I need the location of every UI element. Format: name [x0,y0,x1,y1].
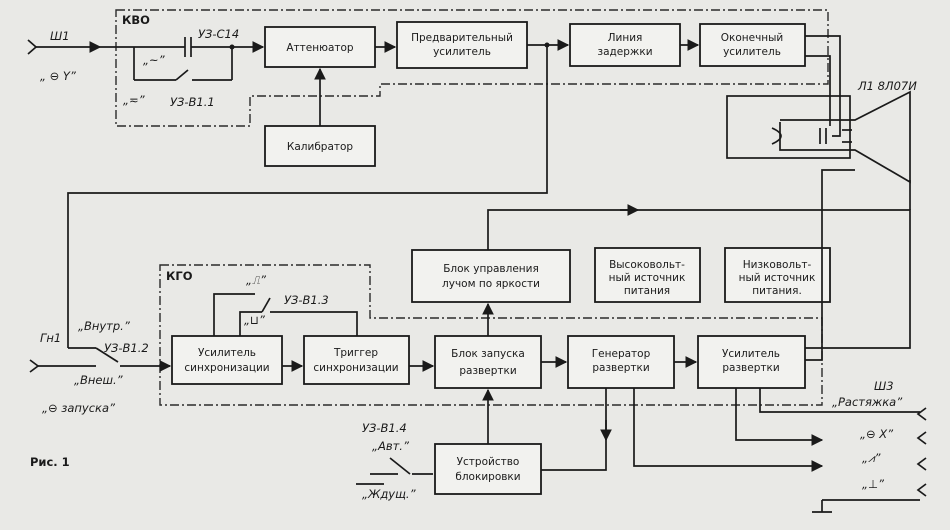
hv-supply-block [594,247,701,303]
delay-line-block [569,23,681,67]
calibrator-label: Калибратор [287,141,354,153]
attenuator-label: Аттенюатор [286,42,354,54]
output-x-label: „⊖ X” [860,427,894,441]
stretch-label: „Растяжка” [832,395,903,409]
gn1-label: Гн1 [40,331,61,345]
sweep-launch-label-2: развертки [459,365,516,377]
kgo-group-label: КГО [166,269,193,283]
waiting-label: „Ждущ.” [362,487,417,501]
calibrator-block [264,125,376,167]
gn1-connector-icon [29,359,40,373]
hv-supply-label-3: питания [624,285,670,297]
sh1-label: Ш1 [50,29,70,43]
preamp-block [396,21,528,69]
auto-label: „Авт.” [372,439,410,453]
external-label: „Внеш.” [74,373,124,387]
trigger-input-label: „⊖ запуска” [42,401,116,415]
v14-label: УЗ-В1.4 [362,421,407,435]
lv-supply-label-3: питания. [752,285,802,297]
sawtooth-label: „⩘” [862,451,881,465]
delay-line-label-2: задержки [597,46,652,58]
lock-device-label-2: блокировки [455,471,520,483]
sweep-launch-label-1: Блок запуска [451,348,525,360]
preamp-label-2: усилитель [433,46,491,58]
lv-supply-label-2: ный источник [739,272,816,284]
kvo-group-label: КВО [122,13,150,27]
brightness-block [411,249,571,303]
lock-device-block [434,443,542,495]
hv-supply-label-1: Высоковольт- [609,259,685,271]
pulse-label: „⊥” [862,477,885,491]
figure-label: Рис. 1 [30,455,70,469]
neg-slope-label: „⊔” [244,313,266,327]
ac-label: „~” [143,53,166,67]
hv-supply-label-2: ный источник [609,272,686,284]
brightness-label-2: лучом по яркости [442,278,540,290]
sweep-gen-label-1: Генератор [592,348,651,360]
sh1-connector-icon [27,39,38,55]
sweep-gen-block [567,335,675,389]
dc-label: „≂” [123,93,146,107]
brightness-label-1: Блок управления [443,263,539,275]
internal-label: „Внутр.” [78,319,131,333]
capacitor-icon [184,37,192,57]
preamp-label-1: Предварительный [411,32,513,44]
lock-device-label-1: Устройство [457,456,520,468]
final-amp-label-1: Оконечный [721,32,784,44]
sweep-amp-label-1: Усилитель [722,348,780,360]
sweep-amp-label-2: развертки [722,362,779,374]
final-amp-label-2: усилитель [723,46,781,58]
v11-label: УЗ-В1.1 [170,95,215,109]
c14-label: УЗ-С14 [198,27,239,41]
input-y-label: „ ⊖ Y” [40,69,77,83]
final-amp-block [699,23,806,67]
delay-line-label-1: Линия [608,32,643,44]
sync-amp-label-1: Усилитель [198,347,256,359]
crt-enclosure [726,95,851,159]
sweep-launch-block [434,335,542,389]
sweep-amp-block [697,335,806,389]
lv-supply-label-1: Низковольт- [743,259,812,271]
trigger-label-1: Триггер [333,347,378,359]
crt-label: Л1 8Л07И [857,79,917,93]
sweep-gen-label-2: развертки [592,362,649,374]
sync-amp-block [171,335,283,385]
sync-amp-label-2: синхронизации [184,362,269,374]
pos-slope-label: „⎍” [246,273,267,287]
kvo-group-boundary [115,9,829,127]
attenuator-block [264,26,376,68]
trigger-label-2: синхронизации [313,362,398,374]
trigger-block [303,335,410,385]
lv-supply-block [724,247,831,303]
sh3-connector-icon [916,407,927,497]
v13-label: УЗ-В1.3 [284,293,329,307]
sh3-label: Ш3 [874,379,894,393]
v12-label: УЗ-В1.2 [104,341,149,355]
crt-tube-icon [771,90,911,184]
